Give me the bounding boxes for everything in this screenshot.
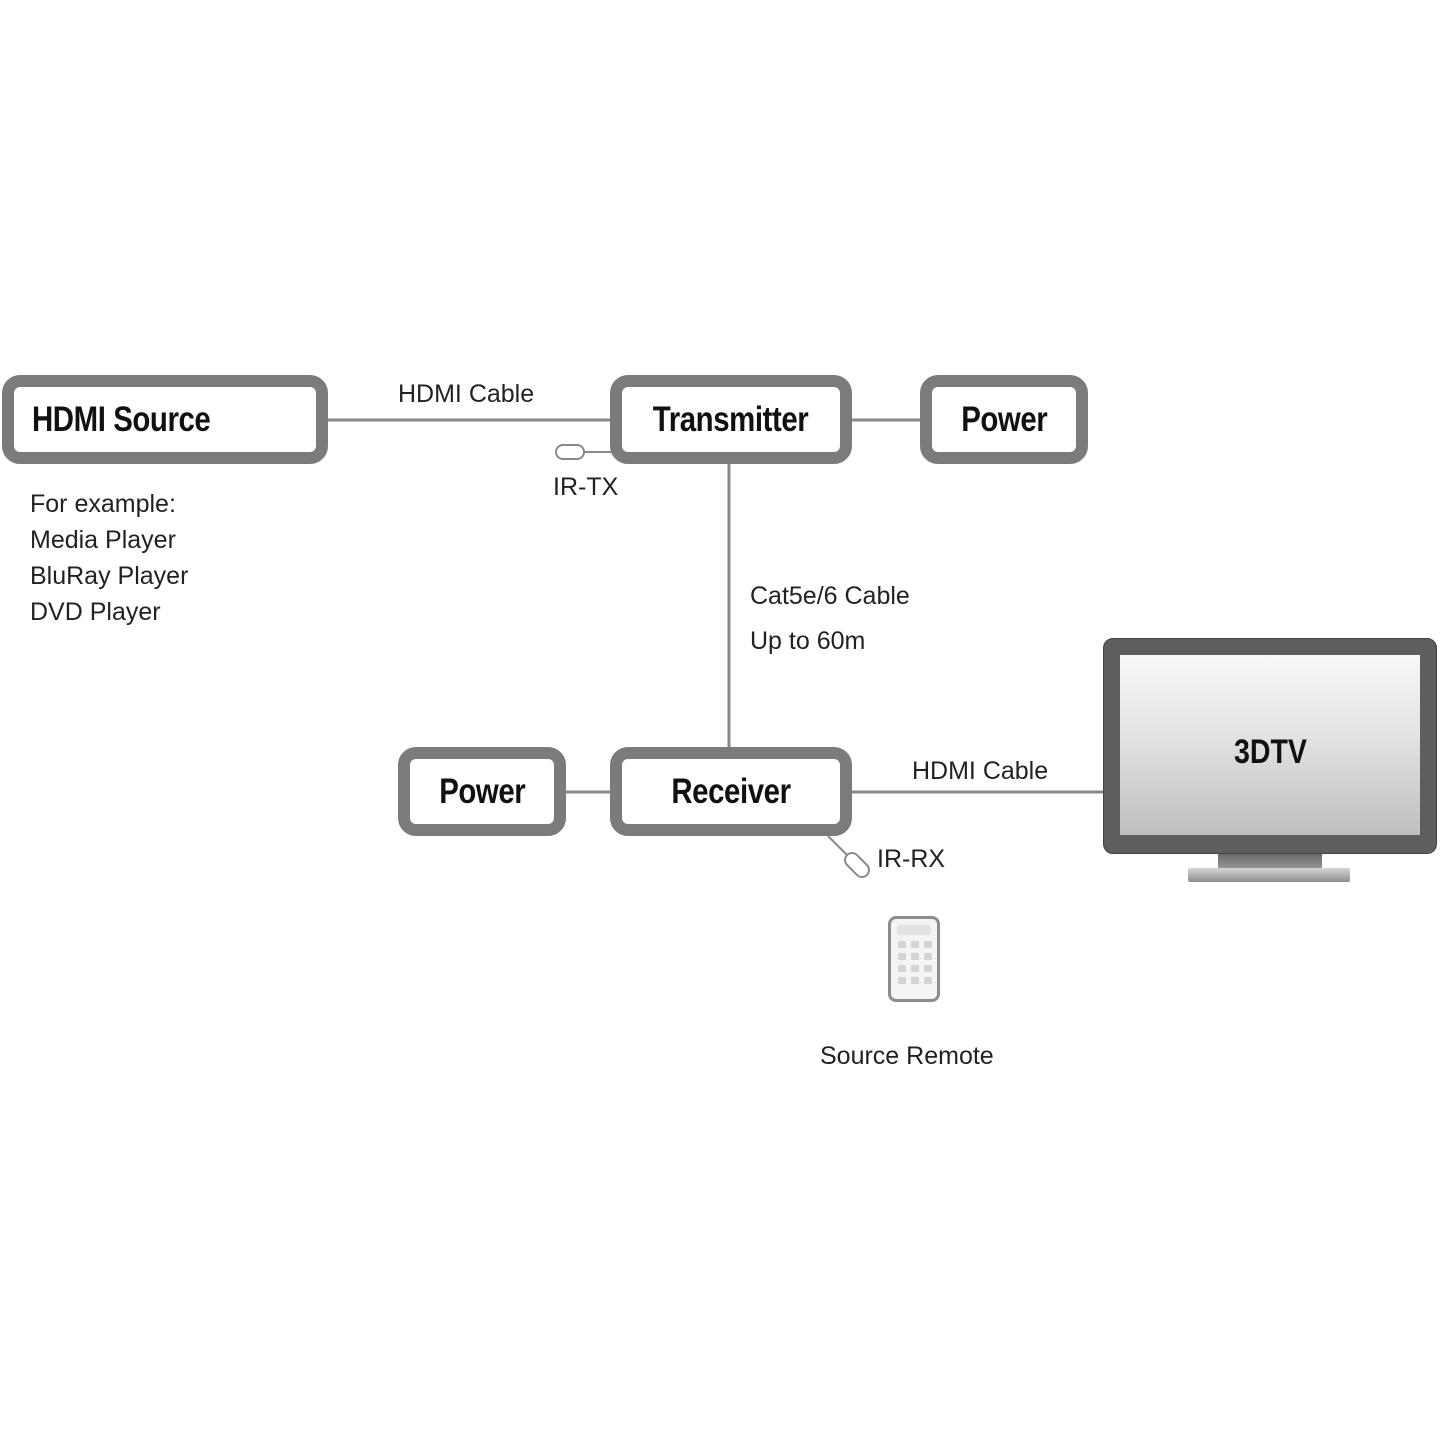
- power-tx-box: Power: [920, 375, 1088, 464]
- source-example-item: Media Player: [30, 526, 176, 554]
- hdmi-cable-source-label: HDMI Cable: [398, 380, 535, 408]
- tv-icon: 3DTV: [1103, 638, 1437, 854]
- tv-screen: 3DTV: [1120, 655, 1420, 835]
- power-rx-label: Power: [438, 771, 526, 811]
- source-example-item: For example:: [30, 490, 176, 518]
- power-tx-label: Power: [960, 399, 1048, 439]
- ir-tx-sensor-icon: [555, 444, 585, 460]
- power-rx-box: Power: [398, 747, 566, 836]
- hdmi-source-box: HDMI Source: [2, 375, 328, 464]
- source-example-item: BluRay Player: [30, 562, 189, 590]
- ir-rx-sensor-icon: [844, 852, 870, 878]
- receiver-label: Receiver: [671, 771, 791, 811]
- remote-keypad: [898, 941, 932, 984]
- cat-cable-label: Cat5e/6 Cable: [750, 582, 910, 610]
- hdmi-cable-tv-label: HDMI Cable: [912, 757, 1049, 785]
- remote-control-icon: [888, 916, 940, 1002]
- cat-cable-length-label: Up to 60m: [750, 627, 866, 655]
- source-remote-label: Source Remote: [820, 1042, 994, 1070]
- receiver-box: Receiver: [610, 747, 852, 836]
- tv-label: 3DTV: [1233, 733, 1307, 771]
- tv-stand-neck: [1218, 854, 1322, 870]
- source-examples-list: For example: Media Player BluRay Player …: [30, 486, 188, 630]
- ir-rx-label: IR-RX: [877, 845, 946, 873]
- hdmi-source-label: HDMI Source: [32, 399, 211, 439]
- transmitter-label: Transmitter: [653, 399, 809, 439]
- tv-stand-base: [1188, 868, 1350, 882]
- transmitter-box: Transmitter: [610, 375, 852, 464]
- source-example-item: DVD Player: [30, 598, 161, 626]
- ir-rx-wire: [827, 835, 849, 857]
- remote-top-panel: [897, 925, 931, 935]
- ir-tx-label: IR-TX: [553, 473, 619, 501]
